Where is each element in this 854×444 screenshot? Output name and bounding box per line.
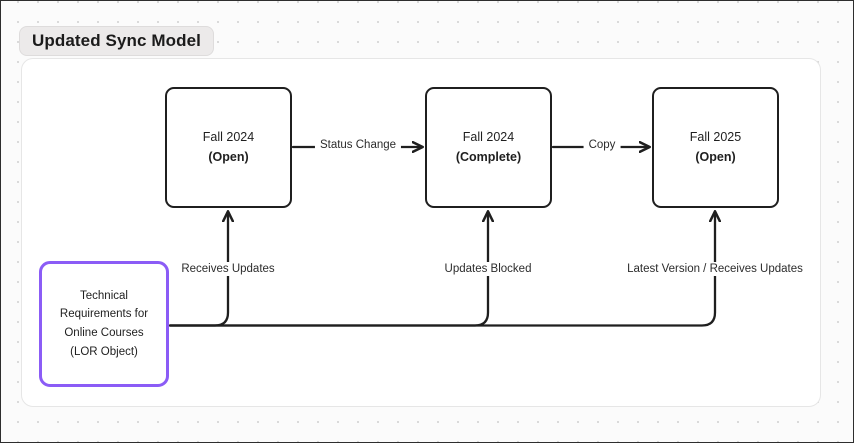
page-title: Updated Sync Model <box>32 31 201 50</box>
node-status: (Open) <box>695 149 736 164</box>
diagram-title-chip: Updated Sync Model <box>19 26 214 56</box>
edge-label-status-change: Status Change <box>314 138 402 152</box>
edge-label-latest-version: Latest Version / Receives Updates <box>622 262 808 276</box>
lor-line-3: Online Courses <box>64 327 144 339</box>
edge-label-copy: Copy <box>583 138 621 152</box>
node-status: (Open) <box>208 149 249 164</box>
node-title: Fall 2024 <box>202 130 255 145</box>
node-fall-2024-complete[interactable]: Fall 2024 (Complete) <box>425 87 552 208</box>
node-title: Fall 2024 <box>462 130 515 145</box>
node-title: Fall 2025 <box>689 130 742 145</box>
lor-line-4: (LOR Object) <box>70 345 138 358</box>
edge-label-receives-updates: Receives Updates <box>176 262 280 276</box>
node-fall-2025-open[interactable]: Fall 2025 (Open) <box>652 87 779 208</box>
node-lor-object[interactable]: Technical Requirements for Online Course… <box>39 261 169 387</box>
node-fall-2024-open[interactable]: Fall 2024 (Open) <box>165 87 292 208</box>
lor-line-2: Requirements for <box>59 308 149 321</box>
node-status: (Complete) <box>455 149 522 164</box>
lor-line-1: Technical <box>80 289 128 302</box>
edge-label-updates-blocked: Updates Blocked <box>439 262 537 276</box>
